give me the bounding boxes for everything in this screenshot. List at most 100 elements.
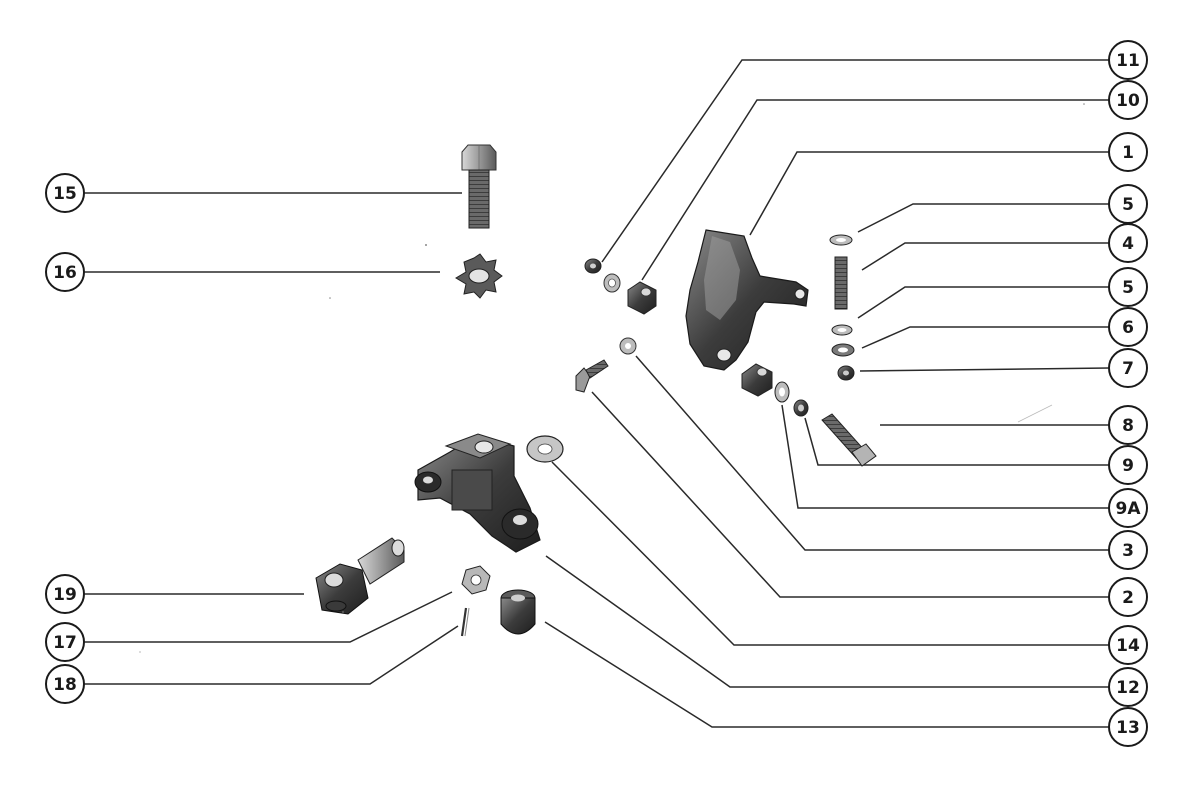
callout-number: 9	[1122, 456, 1134, 476]
leader-13	[544, 621, 1109, 728]
callout-circle	[45, 622, 85, 662]
part-10-bushing-illustration	[627, 281, 657, 315]
callout-number: 12	[1116, 678, 1140, 698]
leader-4	[861, 242, 1109, 271]
part-19-rod-end-illustration	[315, 537, 405, 615]
leader-2	[591, 391, 1109, 598]
part-18-cotter-pin-illustration	[460, 607, 470, 637]
leader-10	[641, 99, 1109, 281]
callout-3: 3	[1108, 530, 1148, 570]
part-15-bolt-illustration	[461, 144, 497, 229]
part-9a-washer-illustration	[774, 381, 790, 403]
callout-14: 14	[1108, 625, 1148, 665]
callout-9a: 9A	[1108, 488, 1148, 528]
leader-12	[545, 555, 1109, 688]
callout-number: 8	[1122, 416, 1134, 436]
callout-number: 19	[53, 585, 77, 605]
callout-circle	[1108, 577, 1148, 617]
part-small-washer-illustration	[603, 273, 621, 293]
part-17-nut-illustration	[461, 565, 491, 595]
leader-9	[804, 417, 1109, 466]
part-3-washer-illustration	[619, 337, 637, 355]
leader-lines	[84, 59, 1110, 728]
callout-15: 15	[45, 173, 85, 213]
callout-10: 10	[1108, 80, 1148, 120]
part-12-mount-bracket-illustration	[414, 433, 541, 553]
callout-9: 9	[1108, 445, 1148, 485]
callout-circle	[1108, 40, 1148, 80]
callout-number: 1	[1122, 143, 1134, 163]
part-16-lock-washer-illustration	[455, 253, 503, 299]
callout-circle	[1108, 405, 1148, 445]
callout-6: 6	[1108, 307, 1148, 347]
callout-circle	[1108, 348, 1148, 388]
part-14-flat-washer-illustration	[526, 435, 564, 463]
callout-16: 16	[45, 252, 85, 292]
callout-19: 19	[45, 574, 85, 614]
part-11-nut-illustration	[584, 258, 602, 274]
callout-number: 3	[1122, 541, 1134, 561]
leader-5b	[857, 286, 1109, 319]
callout-circle	[1108, 667, 1148, 707]
part-2-screw-illustration	[575, 359, 609, 393]
leader-1	[749, 151, 1109, 236]
callout-4: 4	[1108, 223, 1148, 263]
leader-14	[551, 461, 1109, 646]
leader-17	[84, 591, 453, 643]
leader-11	[601, 59, 1109, 263]
callout-number: 7	[1122, 359, 1134, 379]
callout-circle	[1108, 267, 1148, 307]
callout-8: 8	[1108, 405, 1148, 445]
part-5-washer-top-illustration	[829, 234, 853, 246]
callout-number: 2	[1122, 588, 1134, 608]
callout-number: 5	[1122, 195, 1134, 215]
callout-number: 11	[1116, 51, 1140, 71]
leader-9a	[781, 404, 1109, 509]
part-8-bolt-illustration	[821, 413, 877, 467]
part-9-nut-illustration	[793, 399, 809, 417]
callout-1: 1	[1108, 132, 1148, 172]
leader-18	[84, 625, 459, 685]
callout-number: 17	[53, 633, 77, 653]
callout-circle	[1108, 132, 1148, 172]
leader-5a	[857, 203, 1109, 233]
callout-number: 10	[1116, 91, 1140, 111]
part-13-rubber-mount-illustration	[500, 589, 536, 635]
leader-7	[859, 367, 1110, 372]
callout-circle	[45, 173, 85, 213]
callout-number: 4	[1122, 234, 1134, 254]
leader-6	[861, 326, 1109, 349]
callout-circle	[1108, 707, 1148, 747]
part-1-bracket-illustration	[685, 229, 809, 371]
callout-circle	[1108, 530, 1148, 570]
callout-number: 6	[1122, 318, 1134, 338]
callout-number: 5	[1122, 278, 1134, 298]
parts	[139, 103, 1085, 653]
callout-5b: 5	[1108, 267, 1148, 307]
callout-circle	[1108, 445, 1148, 485]
callout-circle	[1108, 625, 1148, 665]
part-5-washer-bottom-illustration	[831, 324, 853, 336]
callout-circle	[1108, 80, 1148, 120]
callout-number: 15	[53, 184, 77, 204]
callout-number: 18	[53, 675, 77, 695]
callout-circle	[1108, 223, 1148, 263]
callout-circle	[45, 574, 85, 614]
part-4-stud-illustration	[834, 256, 848, 310]
part-7-nut-illustration	[837, 365, 855, 381]
callout-circle	[45, 252, 85, 292]
callout-number: 14	[1116, 636, 1140, 656]
callout-circle	[1108, 307, 1148, 347]
print-specks	[139, 103, 1085, 653]
callout-11: 11	[1108, 40, 1148, 80]
leader-3	[635, 355, 1109, 551]
callout-13: 13	[1108, 707, 1148, 747]
part-spacer-illustration	[741, 363, 773, 397]
callout-circle	[1108, 488, 1148, 528]
callout-12: 12	[1108, 667, 1148, 707]
callout-17: 17	[45, 622, 85, 662]
callout-number: 16	[53, 263, 77, 283]
